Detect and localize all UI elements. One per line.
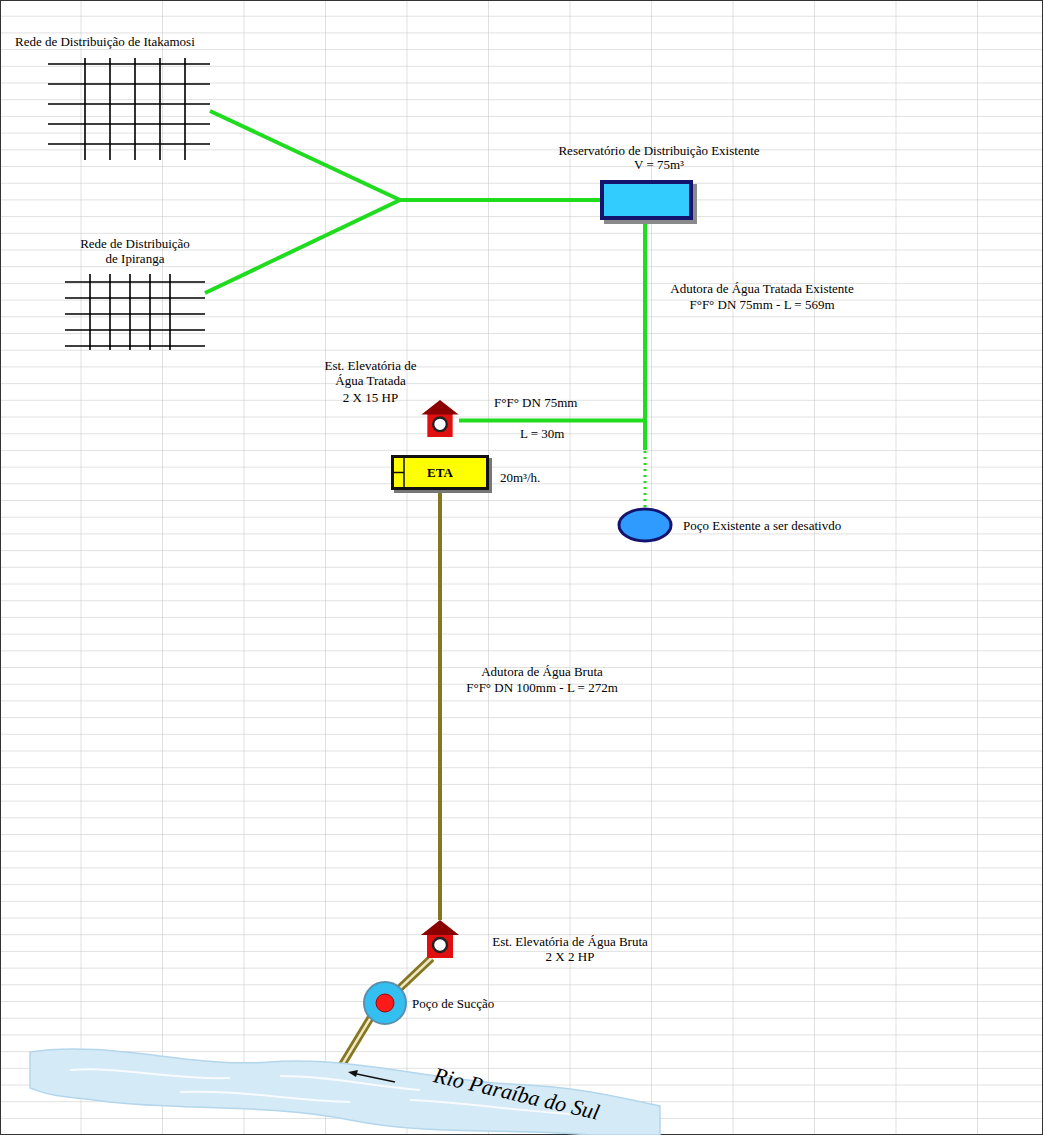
pipe-line <box>339 1017 372 1071</box>
pipe-line <box>339 1017 372 1071</box>
well-ellipse <box>617 507 673 543</box>
shape-part <box>376 994 394 1012</box>
pipe-line <box>643 220 647 450</box>
shape-part <box>352 1073 395 1082</box>
reservoir-box: Reservatório de Distribuição ExistenteV … <box>600 180 693 220</box>
suction-well-icon <box>362 980 408 1026</box>
pipe-line <box>399 958 432 989</box>
node-label: Poço Existente a ser desativdo <box>683 518 841 533</box>
pipe-line <box>459 220 645 420</box>
pipe-label: F°F° DN 100mm - L = 272m <box>452 680 632 695</box>
shape-part <box>427 933 453 958</box>
shape-part <box>433 938 447 952</box>
pipe-line <box>399 958 432 989</box>
pipe-label: F°F° DN 75mm <box>494 395 577 410</box>
node-sublabel: 2 X 15 HP <box>318 390 423 405</box>
treatment-plant-box: ETA20m³/h. <box>391 455 489 490</box>
pump-house-icon <box>421 920 459 958</box>
existing-well: Poço Existente a ser desativdo <box>617 507 673 543</box>
node-sublabel: V = 75m³ <box>529 157 789 172</box>
pipe-line <box>644 450 647 507</box>
pipeline-connector <box>459 220 645 420</box>
pump-station: Est. Elevatória de Água Bruta2 X 2 HP <box>421 920 459 958</box>
distribution-network: Rede de Distribuição de Itakamosi <box>48 58 210 160</box>
river: Rio Paraíba do Sul <box>30 1040 660 1135</box>
node-sublabel: 20m³/h. <box>500 470 540 485</box>
node-label: Rede de Distribuição de Ipiranga <box>76 236 194 266</box>
network-grid <box>48 58 210 160</box>
pipe-label: F°F° DN 75mm - L = 569m <box>652 297 872 312</box>
pipe-line <box>210 111 600 200</box>
shape-part <box>422 400 459 415</box>
shape-part <box>433 418 447 432</box>
pipe-line <box>438 490 442 920</box>
node-label: Poço de Sucção <box>412 996 494 1011</box>
node-label: Rede de Distribuição de Itakamosi <box>15 34 195 49</box>
pipeline-connector <box>440 490 441 920</box>
shape-part <box>427 413 452 437</box>
pump-station: Est. Elevatória de Água Tratada2 X 15 HP <box>421 400 459 437</box>
network-grid <box>65 274 205 350</box>
shape-part <box>348 1070 358 1077</box>
shape-part <box>421 920 459 935</box>
pipeline-connector <box>339 1017 372 1071</box>
shape-part <box>619 509 671 541</box>
node-sublabel: 2 X 2 HP <box>465 949 675 964</box>
river-band <box>30 1040 660 1135</box>
pipeline-connector <box>205 200 600 293</box>
suction-well: Poço de Sucção <box>362 980 408 1026</box>
node-label: Est. Elevatória de Água Bruta <box>465 934 675 949</box>
shape-part <box>364 982 406 1024</box>
distribution-network: Rede de Distribuição de Ipiranga <box>65 274 205 350</box>
pipeline-connector <box>399 958 432 989</box>
pipe-label: Adutora de Água Tratada Existente <box>652 281 872 296</box>
pump-house-icon <box>421 400 459 437</box>
shape-part <box>48 58 210 160</box>
pipe-label: Adutora de Água Bruta <box>452 664 632 679</box>
node-label: Reservatório de Distribuição Existente <box>529 143 789 158</box>
pipe-line <box>205 200 600 293</box>
pipe-label: L = 30m <box>520 426 564 441</box>
shape-part <box>394 458 404 487</box>
node-label: Est. Elevatória de Água Tratada <box>318 358 423 388</box>
node-label: ETA <box>394 465 486 480</box>
pipeline-connector <box>645 220 646 507</box>
shape-part <box>65 274 205 350</box>
pipeline-connector <box>210 111 600 200</box>
shape-part <box>30 1049 660 1135</box>
